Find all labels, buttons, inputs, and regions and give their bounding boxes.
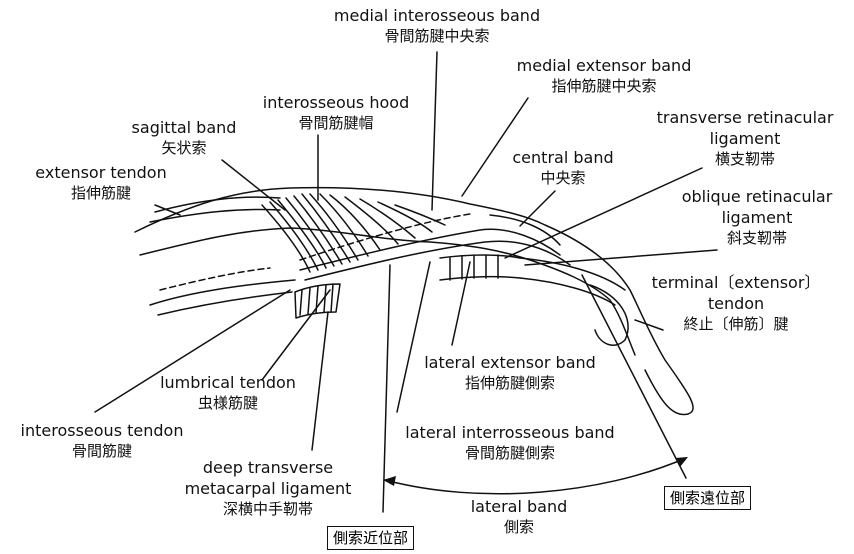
arrowhead-left-icon bbox=[383, 476, 396, 486]
label-transverse-retinacular-ligament: transverse retinacular ligament 横支靭帯 bbox=[657, 107, 834, 170]
box-lateral-band-proximal: 側索近位部 bbox=[327, 526, 414, 550]
label-interosseous-hood: interosseous hood 骨間筋腱帽 bbox=[263, 92, 409, 134]
label-medial-interosseous-band: medial interosseous band 骨間筋腱中央索 bbox=[334, 5, 540, 47]
label-terminal-extensor-tendon: terminal〔extensor〕 tendon 終止〔伸筋〕腱 bbox=[652, 272, 821, 335]
label-extensor-tendon: extensor tendon 指伸筋腱 bbox=[35, 162, 166, 204]
label-lateral-interosseous-band: lateral interrosseous band 骨間筋腱側索 bbox=[405, 422, 614, 464]
label-interosseous-tendon: interosseous tendon 骨間筋腱 bbox=[21, 420, 184, 462]
box-lateral-band-distal: 側索遠位部 bbox=[664, 486, 751, 510]
label-central-band: central band 中央索 bbox=[512, 147, 613, 189]
label-lumbrical-tendon: lumbrical tendon 虫様筋腱 bbox=[160, 372, 296, 414]
label-sagittal-band: sagittal band 矢状索 bbox=[132, 117, 237, 159]
label-medial-extensor-band: medial extensor band 指伸筋腱中央索 bbox=[517, 55, 692, 97]
label-lateral-band: lateral band 側索 bbox=[471, 496, 568, 538]
label-oblique-retinacular-ligament: oblique retinacular ligament 斜支靭帯 bbox=[682, 186, 833, 249]
label-deep-transverse-metacarpal-ligament: deep transverse metacarpal ligament 深横中手… bbox=[185, 457, 352, 520]
label-lateral-extensor-band: lateral extensor band 指伸筋腱側索 bbox=[424, 352, 596, 394]
